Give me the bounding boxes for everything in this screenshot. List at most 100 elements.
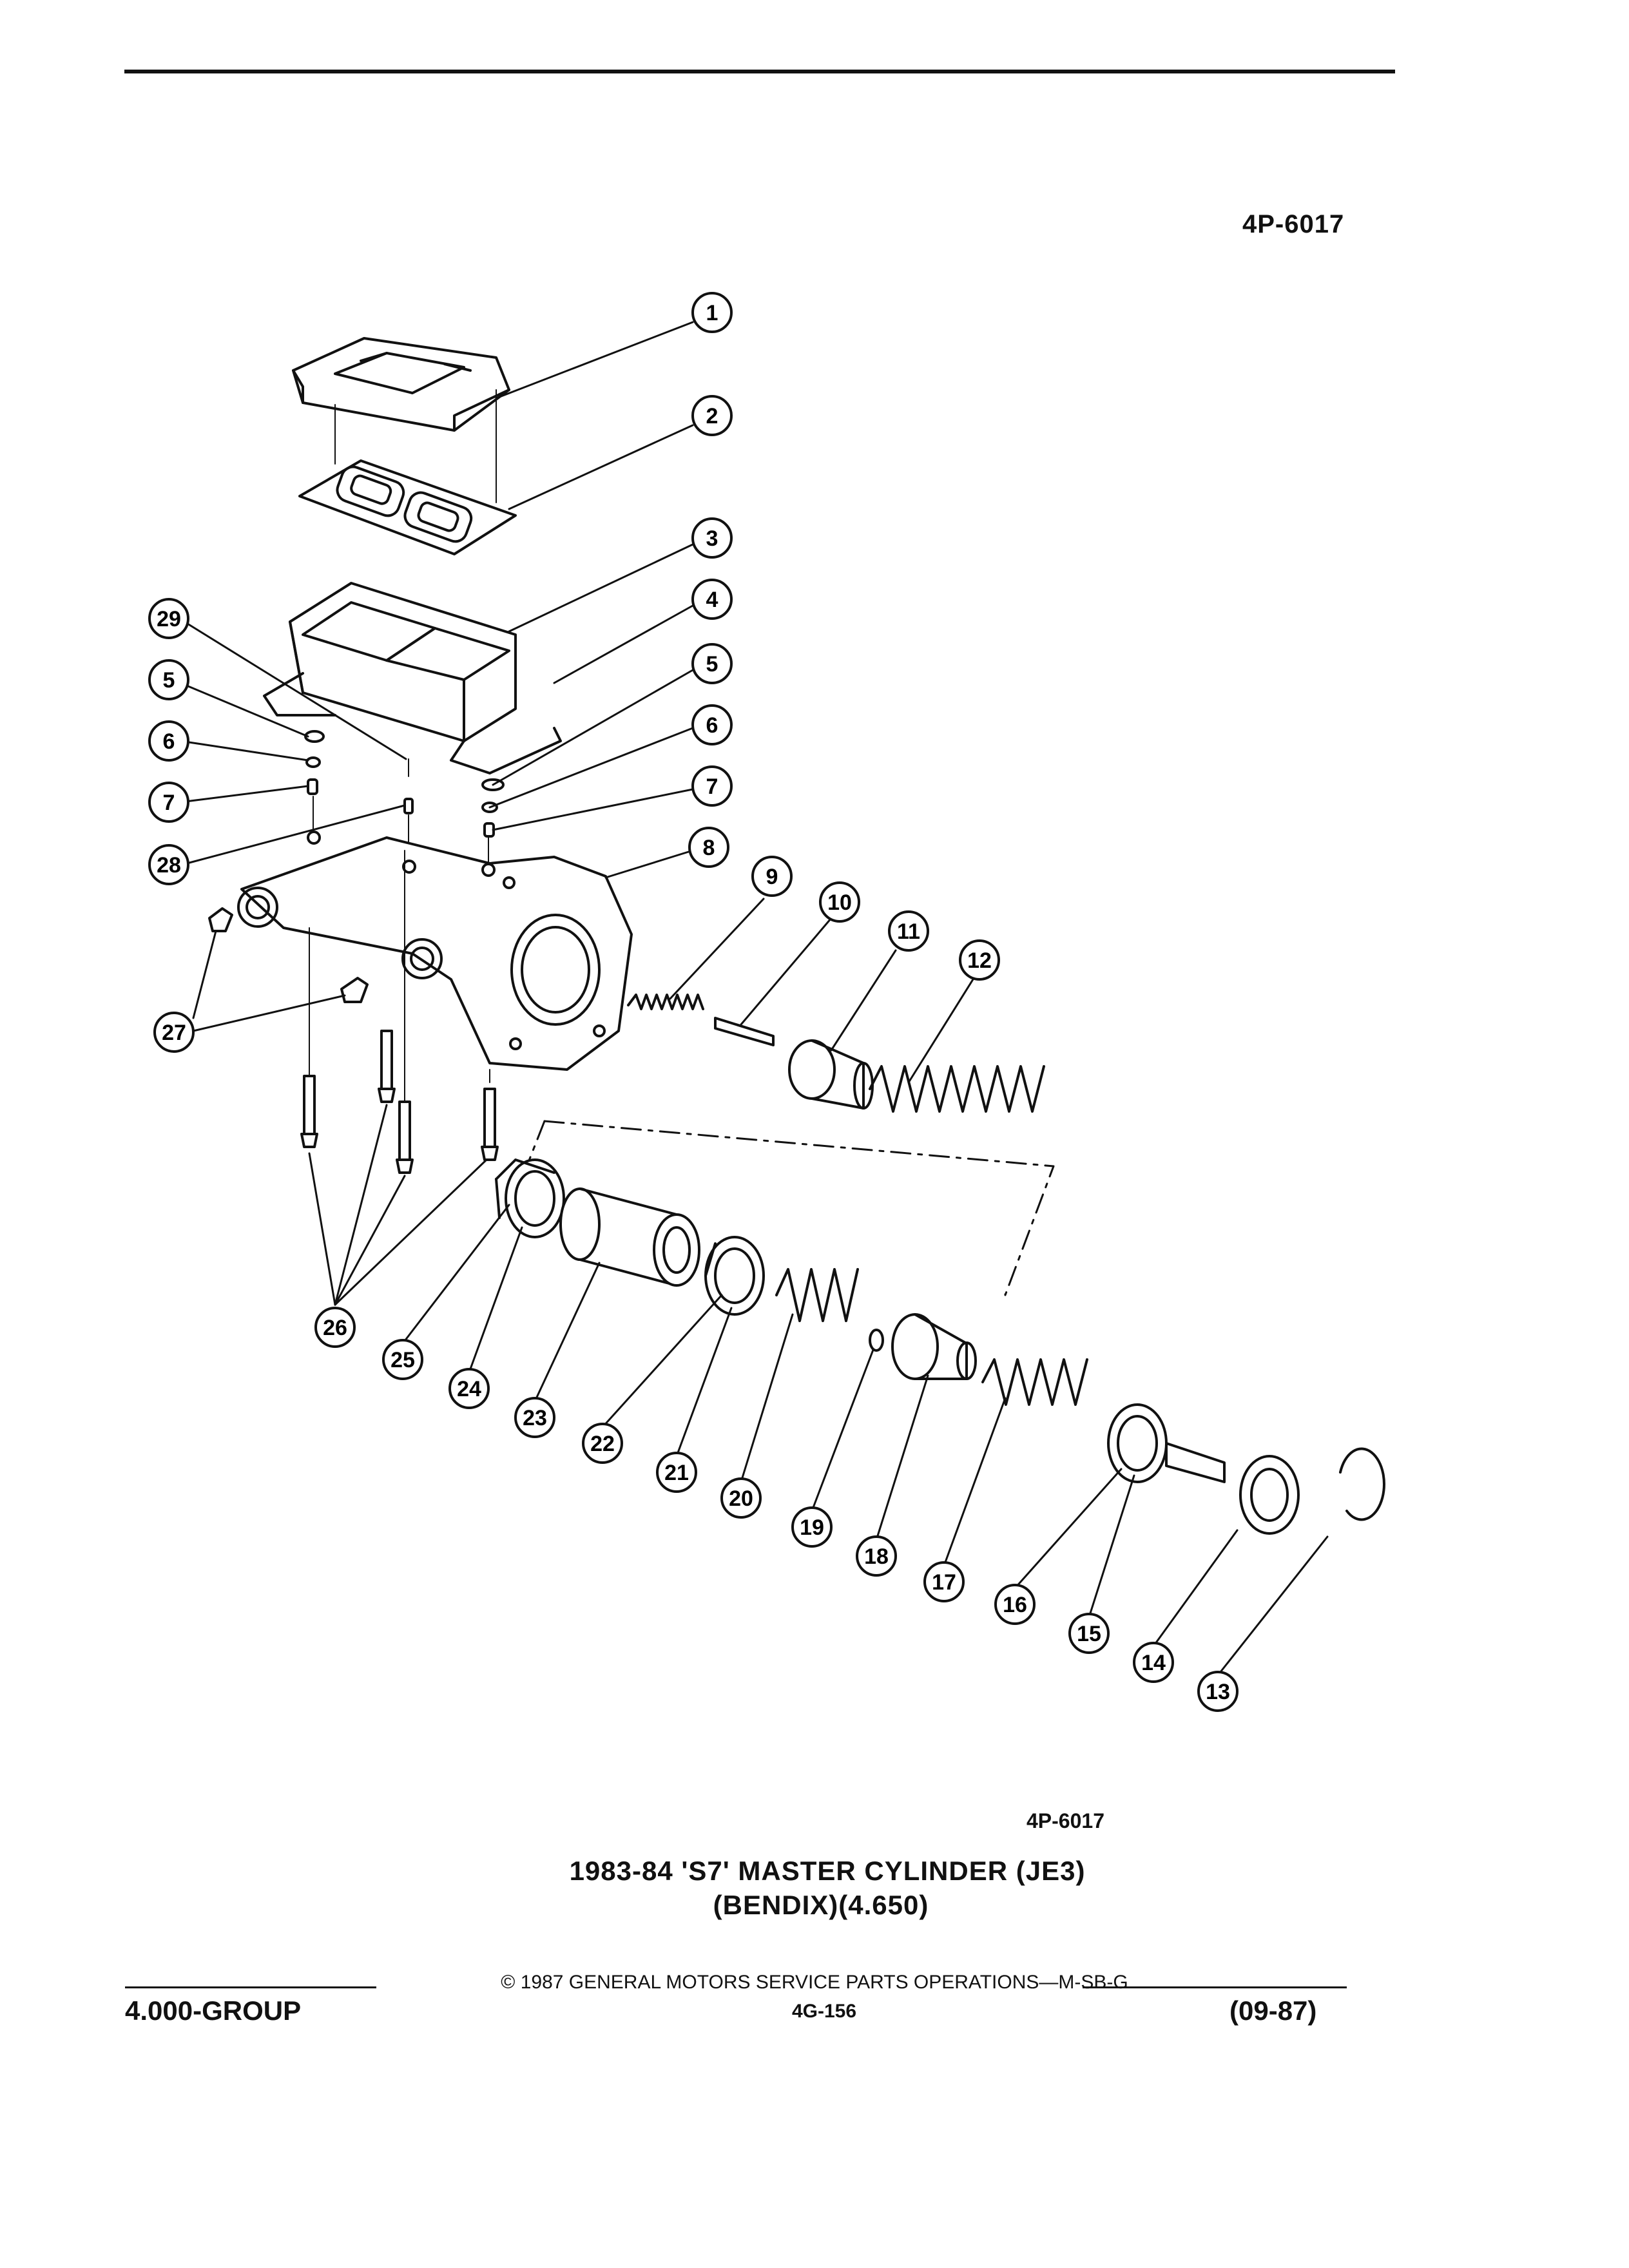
svg-text:28: 28 [157, 853, 181, 878]
svg-text:7: 7 [163, 791, 175, 815]
primary-piston [1165, 1442, 1300, 1535]
callout-27: 27 [153, 1012, 195, 1053]
callout-5-left: 5 [148, 659, 189, 700]
callout-17: 17 [923, 1561, 965, 1602]
callout-6-left: 6 [148, 720, 189, 762]
callout-2: 2 [691, 395, 733, 436]
callout-23: 23 [514, 1397, 555, 1438]
callout-7-right: 7 [691, 765, 733, 807]
bore-sleeve [559, 1187, 700, 1287]
callout-15: 15 [1068, 1613, 1110, 1654]
svg-text:1: 1 [706, 301, 718, 325]
figure-code-bottom: 4P-6017 [1027, 1809, 1104, 1832]
small-spring [627, 994, 704, 1010]
callout-4: 4 [691, 579, 733, 620]
snap-ring [1339, 1447, 1385, 1521]
primary-seal [495, 1158, 565, 1238]
assembly-bracket [543, 1120, 1055, 1296]
leader-lines [173, 321, 1329, 1677]
cover-diaphragm [298, 459, 517, 555]
callout-11: 11 [888, 910, 929, 952]
top-rule [124, 70, 1395, 73]
left-port-seals [304, 730, 325, 832]
callout-29: 29 [148, 598, 189, 639]
figure-title-line-1: 1983-84 'S7' MASTER CYLINDER (JE3) [569, 1856, 1086, 1886]
push-rod [714, 1017, 775, 1046]
callouts: 1 2 3 4 5 6 7 8 9 10 11 12 29 5 6 7 28 2… [148, 292, 1239, 1712]
right-port-seals [481, 778, 505, 864]
secondary-piston [891, 1313, 977, 1380]
svg-text:29: 29 [157, 607, 181, 631]
return-spring [981, 1358, 1088, 1406]
piston-seal [1107, 1403, 1168, 1483]
callout-3: 3 [691, 517, 733, 559]
callout-8: 8 [688, 827, 729, 868]
svg-text:17: 17 [932, 1570, 956, 1595]
svg-text:27: 27 [162, 1021, 186, 1045]
figure-code-top: 4P-6017 [1242, 210, 1345, 238]
spring-seat [788, 1039, 874, 1110]
footer-rule-right [1083, 1986, 1347, 1988]
callout-18: 18 [856, 1535, 897, 1577]
callout-9: 9 [751, 856, 793, 897]
svg-text:4: 4 [706, 588, 718, 612]
date-code: (09-87) [1229, 1995, 1317, 2026]
callout-1: 1 [691, 292, 733, 333]
callout-21: 21 [656, 1452, 697, 1493]
callout-24: 24 [448, 1368, 490, 1409]
svg-text:10: 10 [827, 890, 852, 915]
callout-12: 12 [959, 939, 1000, 981]
bleeder-screws [208, 907, 369, 1003]
svg-text:21: 21 [664, 1461, 689, 1485]
svg-text:5: 5 [706, 652, 718, 677]
svg-text:22: 22 [590, 1432, 615, 1456]
retaining-ring-small [869, 1329, 884, 1352]
callout-13: 13 [1197, 1671, 1239, 1712]
callout-25: 25 [382, 1339, 423, 1380]
callout-26: 26 [314, 1307, 356, 1348]
svg-text:8: 8 [703, 836, 715, 860]
callout-7-left: 7 [148, 782, 189, 823]
svg-text:14: 14 [1141, 1651, 1166, 1675]
callout-20: 20 [720, 1477, 762, 1519]
svg-text:12: 12 [967, 948, 992, 973]
center-pin [403, 758, 414, 851]
svg-text:6: 6 [163, 729, 175, 754]
svg-text:6: 6 [706, 713, 718, 738]
svg-text:25: 25 [390, 1348, 415, 1372]
group-label: 4.000-GROUP [125, 1995, 302, 2026]
svg-text:9: 9 [766, 865, 778, 889]
svg-text:16: 16 [1003, 1593, 1027, 1617]
svg-text:26: 26 [323, 1316, 347, 1340]
secondary-spring [775, 1268, 859, 1322]
callout-14: 14 [1133, 1642, 1174, 1683]
svg-text:20: 20 [729, 1486, 753, 1511]
svg-text:11: 11 [897, 919, 920, 944]
secondary-seal [704, 1236, 765, 1316]
callout-22: 22 [582, 1423, 623, 1464]
svg-text:19: 19 [800, 1515, 824, 1540]
svg-text:3: 3 [706, 526, 718, 551]
svg-text:18: 18 [864, 1544, 889, 1569]
footer-rule-left [125, 1986, 376, 1988]
callout-5-right: 5 [691, 643, 733, 684]
svg-text:13: 13 [1206, 1680, 1230, 1704]
copyright-line: © 1987 GENERAL MOTORS SERVICE PARTS OPER… [501, 1972, 1128, 1993]
figure-title-line-2: (BENDIX)(4.650) [713, 1890, 929, 1920]
callout-28: 28 [148, 844, 189, 885]
callout-6-right: 6 [691, 704, 733, 745]
master-cylinder-body [237, 831, 633, 1071]
svg-text:24: 24 [457, 1377, 481, 1401]
svg-text:2: 2 [706, 404, 718, 428]
reservoir-body [263, 582, 562, 774]
callout-19: 19 [791, 1506, 833, 1548]
svg-text:5: 5 [163, 668, 175, 693]
reservoir-cover [292, 337, 510, 503]
callout-16: 16 [994, 1584, 1036, 1625]
svg-text:15: 15 [1077, 1622, 1101, 1646]
mounting-bolts [300, 850, 499, 1174]
svg-text:7: 7 [706, 774, 718, 799]
primary-spring [869, 1065, 1045, 1113]
